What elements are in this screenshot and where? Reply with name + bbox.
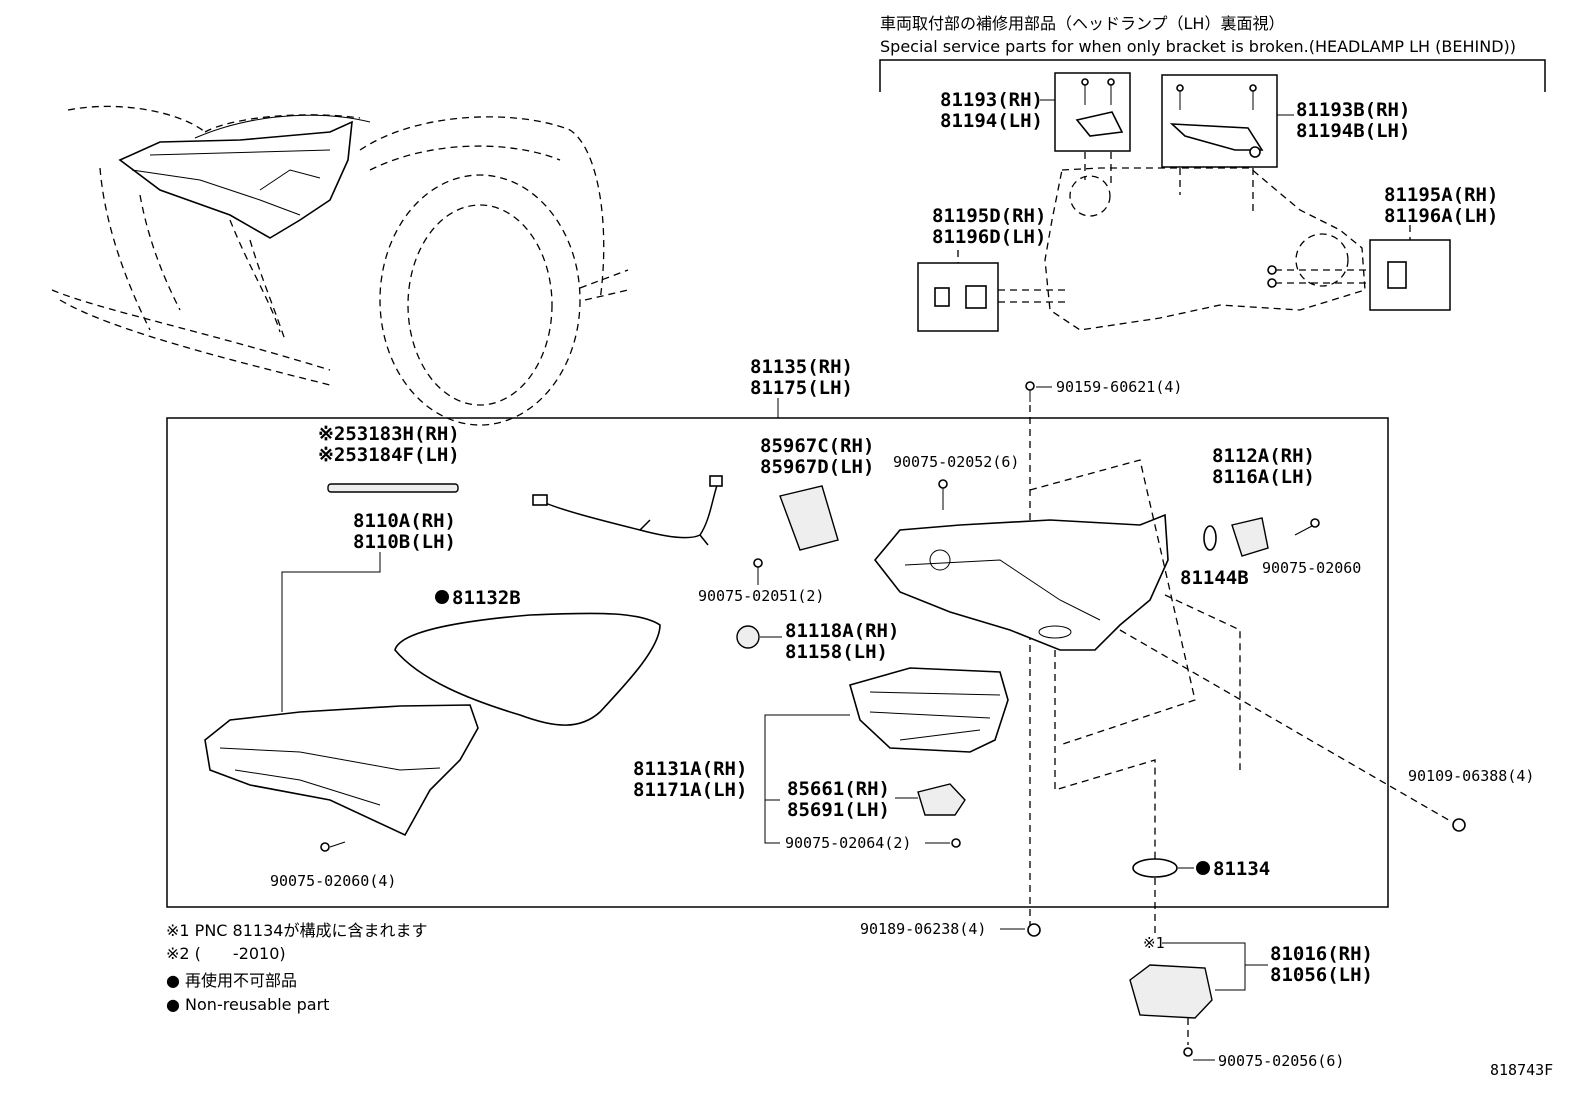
label-8116a-lh: 8116A(LH) bbox=[1212, 466, 1315, 488]
label-90075-02060-lh: 90075-02060(4) bbox=[270, 872, 396, 890]
label-90075-02056: 90075-02056(6) bbox=[1218, 1052, 1344, 1070]
projector-81131a bbox=[849, 667, 1009, 753]
wire-harness bbox=[537, 481, 719, 546]
label-81193-rh: 81193(RH) bbox=[940, 89, 1043, 111]
label-85967c-rh: 85967C(RH) bbox=[760, 435, 874, 457]
label-81196d-lh: 81196D(LH) bbox=[932, 226, 1046, 248]
label-90075-02052: 90075-02052(6) bbox=[893, 453, 1019, 471]
label-81193b-rh: 81193B(RH) bbox=[1296, 99, 1410, 121]
label-53183h-rh: ※253183H(RH) bbox=[318, 423, 460, 445]
label-90109-06388: 90109-06388(4) bbox=[1408, 767, 1534, 785]
o-ring-81144b bbox=[1203, 525, 1217, 551]
vehicle-front-illustration bbox=[51, 105, 629, 426]
label-53184f-lh: ※253184F(LH) bbox=[318, 444, 460, 466]
headlamp-housing bbox=[873, 513, 1169, 651]
special-parts-title-en: Special service parts for when only brac… bbox=[880, 37, 1516, 56]
label-81016-rh: 81016(RH) bbox=[1270, 943, 1373, 965]
module-85661 bbox=[917, 783, 966, 816]
gasket-81132b bbox=[394, 612, 661, 726]
label-90189-06238: 90189-06238(4) bbox=[860, 920, 986, 938]
label-90159-60621: 90159-60621(4) bbox=[1056, 378, 1182, 396]
note-1: ※1 PNC 81134が構成に含まれます bbox=[166, 921, 427, 940]
diagram-id: 818743F bbox=[1490, 1061, 1553, 1079]
label-81144b: 81144B bbox=[1180, 567, 1249, 589]
label-note1-mark: ※1 bbox=[1143, 934, 1165, 952]
label-81195a-rh: 81195A(RH) bbox=[1384, 184, 1498, 206]
label-85691-lh: 85691(LH) bbox=[787, 799, 890, 821]
note-4: ● Non-reusable part bbox=[166, 995, 329, 1014]
label-8110a-rh: 8110A(RH) bbox=[353, 510, 456, 532]
label-81118a-rh: 81118A(RH) bbox=[785, 620, 899, 642]
label-8110b-lh: 8110B(LH) bbox=[353, 531, 456, 553]
headlamp-lens bbox=[204, 704, 479, 837]
label-81175-lh: 81175(LH) bbox=[750, 377, 853, 399]
note-3: ● 再使用不可部品 bbox=[166, 971, 297, 990]
bulb-socket-81118a bbox=[736, 625, 760, 649]
label-85967d-lh: 85967D(LH) bbox=[760, 456, 874, 478]
garnish-strip bbox=[327, 483, 459, 493]
label-81171a-lh: 81171A(LH) bbox=[633, 779, 747, 801]
gasket-81134 bbox=[1132, 858, 1178, 878]
special-parts-group bbox=[917, 72, 1451, 332]
screw-icon bbox=[1025, 381, 1035, 391]
label-85661-rh: 85661(RH) bbox=[787, 778, 890, 800]
label-90075-02051: 90075-02051(2) bbox=[698, 587, 824, 605]
nut-icon bbox=[1452, 818, 1466, 832]
module-85967 bbox=[779, 485, 839, 551]
label-81131a-rh: 81131A(RH) bbox=[633, 758, 747, 780]
label-81135-rh: 81135(RH) bbox=[750, 356, 853, 378]
label-8112a-rh: 8112A(RH) bbox=[1212, 445, 1315, 467]
label-90075-02064: 90075-02064(2) bbox=[785, 834, 911, 852]
label-90075-02060-rh: 90075-02060 bbox=[1262, 559, 1361, 577]
special-parts-title-jp: 車両取付部の補修用部品（ヘッドランプ（LH）裏面視） bbox=[880, 14, 1284, 33]
label-81194-lh: 81194(LH) bbox=[940, 110, 1043, 132]
label-81195d-rh: 81195D(RH) bbox=[932, 205, 1046, 227]
label-81132b: 81132B bbox=[452, 587, 521, 609]
ballast-81016 bbox=[1129, 964, 1213, 1019]
label-81194b-lh: 81194B(LH) bbox=[1296, 120, 1410, 142]
label-81134: 81134 bbox=[1213, 858, 1270, 880]
label-81196a-lh: 81196A(LH) bbox=[1384, 205, 1498, 227]
special-parts-bracket bbox=[879, 59, 1546, 92]
label-81056-lh: 81056(LH) bbox=[1270, 964, 1373, 986]
label-81158-lh: 81158(LH) bbox=[785, 641, 888, 663]
non-reusable-dot bbox=[435, 590, 449, 604]
actuator-8112a bbox=[1231, 517, 1269, 557]
non-reusable-dot-2 bbox=[1196, 861, 1210, 875]
note-2: ※2 ( -2010) bbox=[166, 944, 286, 963]
